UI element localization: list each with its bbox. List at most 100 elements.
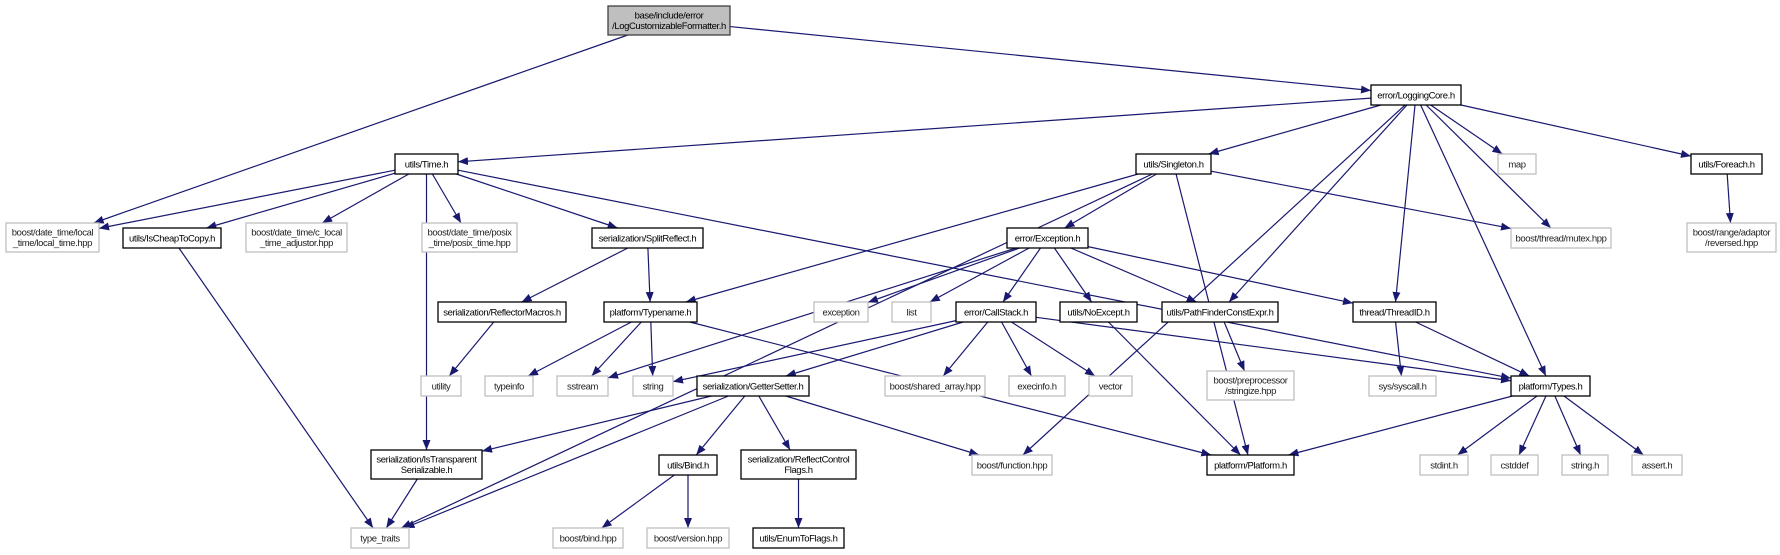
node-label: serialization/ReflectorMacros.h (443, 307, 561, 318)
node-posix: boost/date_time/posix_time/posix_time.hp… (421, 222, 518, 253)
node-label: base/include/error (635, 11, 704, 22)
node-Singleton[interactable]: utils/Singleton.h (1135, 153, 1212, 175)
node-utility: utility (420, 375, 462, 397)
node-label: Serializable.h (401, 465, 453, 476)
edge-GetterSetter-to-IsTransparent (481, 395, 712, 453)
node-label: type_traits (360, 533, 400, 544)
node-label: utils/Bind.h (667, 460, 709, 471)
node-label: utils/NoExcept.h (1067, 307, 1129, 318)
node-box (122, 227, 222, 249)
node-label: _time_adjustor.hpp (259, 238, 333, 249)
node-Exception[interactable]: error/Exception.h (1006, 227, 1089, 249)
edge-Time-to-Types (457, 169, 1512, 381)
node-box (603, 301, 698, 323)
node-label: serialization/IsTransparent (376, 455, 477, 466)
node-box (646, 527, 730, 549)
node-label: utils/IsCheapToCopy.h (129, 233, 215, 244)
node-label: thread/ThreadID.h (1359, 307, 1429, 318)
node-stdint: stdint.h (1419, 454, 1469, 476)
node-box (350, 527, 410, 549)
edge-Types-to-Platform (1288, 395, 1513, 457)
node-box (437, 301, 567, 323)
edge-Time-to-c_local (321, 173, 410, 224)
node-label: boost/version.hpp (654, 533, 722, 544)
node-SplitReflect[interactable]: serialization/SplitReflect.h (591, 227, 704, 249)
node-Bind[interactable]: utils/Bind.h (658, 454, 718, 476)
node-label: string.h (1571, 460, 1599, 471)
node-root[interactable]: base/include/error/LogCustomizableFormat… (607, 5, 731, 36)
edge-LoggingCore-to-function (1022, 104, 1406, 456)
edge-Typename-to-sstream (591, 321, 642, 377)
node-Foreach[interactable]: utils/Foreach.h (1690, 153, 1763, 175)
node-execinfo: execinfo.h (1008, 375, 1066, 397)
node-list: list (891, 301, 932, 323)
node-box (1352, 301, 1437, 323)
node-box (370, 449, 483, 480)
node-label: Flags.h (784, 465, 812, 476)
node-mutex: boost/thread/mutex.hpp (1510, 227, 1612, 249)
node-IsCheapToCopy[interactable]: utils/IsCheapToCopy.h (122, 227, 222, 249)
node-CallStack[interactable]: error/CallStack.h (955, 301, 1037, 323)
edge-LoggingCore-to-ThreadID (1392, 104, 1416, 303)
node-label: sys/syscall.h (1378, 381, 1426, 392)
node-box (955, 301, 1037, 323)
node-LoggingCore[interactable]: error/LoggingCore.h (1370, 84, 1462, 106)
edge-Singleton-to-Exception (1064, 173, 1157, 229)
edge-Types-to-assert (1563, 395, 1644, 456)
node-label: utils/Singleton.h (1143, 159, 1203, 170)
node-version: boost/version.hpp (646, 527, 730, 549)
node-cstddef: cstddef (1490, 454, 1539, 476)
node-box (1419, 454, 1469, 476)
edge-Exception-to-sstream (607, 247, 1017, 379)
edge-CallStack-to-shared_array (942, 321, 989, 377)
node-shared_array: boost/shared_array.hpp (884, 375, 986, 397)
node-label: assert.h (1642, 460, 1673, 471)
edge-LoggingCore-to-map (1430, 104, 1503, 155)
node-EnumToFlags[interactable]: utils/EnumToFlags.h (752, 527, 845, 549)
node-box (1686, 222, 1777, 253)
edge-GetterSetter-to-Bind (695, 395, 746, 456)
node-reversed: boost/range/adaptor/reversed.hpp (1686, 222, 1777, 253)
node-GetterSetter[interactable]: serialization/GetterSetter.h (696, 375, 810, 397)
edge-Types-to-stringh (1554, 395, 1582, 456)
node-label: cstddef (1501, 460, 1530, 471)
node-PathFinder[interactable]: utils/PathFinderConstExpr.h (1161, 301, 1279, 323)
edge-NoExcept-to-Platform (1108, 321, 1241, 456)
node-ThreadID[interactable]: thread/ThreadID.h (1352, 301, 1437, 323)
node-label: utils/Foreach.h (1698, 159, 1754, 170)
node-box (1206, 454, 1295, 476)
node-Types[interactable]: platform/Types.h (1510, 375, 1591, 397)
edge-PathFinder-to-stringize (1223, 321, 1246, 372)
node-label: utility (432, 381, 451, 392)
node-Typename[interactable]: platform/Typename.h (603, 301, 698, 323)
edges (93, 25, 1734, 529)
node-ReflectorMacros[interactable]: serialization/ReflectorMacros.h (437, 301, 567, 323)
node-label: serialization/SplitReflect.h (599, 233, 697, 244)
node-box (1490, 454, 1539, 476)
node-label: exception (822, 307, 859, 318)
node-IsTransparent[interactable]: serialization/IsTransparentSerializable.… (370, 449, 483, 480)
node-label: _time/local_time.hpp (12, 238, 92, 249)
node-box (421, 222, 518, 253)
node-box (971, 454, 1053, 476)
node-stringize: boost/preprocessor/stringize.hpp (1206, 370, 1295, 401)
node-label: serialization/ReflectControl (748, 455, 850, 466)
edge-LoggingCore-to-Time (457, 97, 1372, 166)
node-box (1059, 301, 1138, 323)
node-label: platform/Types.h (1519, 381, 1583, 392)
node-box (1206, 370, 1295, 401)
node-box (1370, 84, 1462, 106)
edge-Time-to-SplitReflect (456, 173, 618, 229)
node-label: error/Exception.h (1015, 233, 1081, 244)
node-box (5, 222, 100, 253)
node-label: error/LoggingCore.h (1377, 90, 1455, 101)
node-box (1161, 301, 1279, 323)
edge-LoggingCore-to-Foreach (1460, 104, 1692, 158)
node-box (420, 375, 462, 397)
node-box (1561, 454, 1609, 476)
node-Platform[interactable]: platform/Platform.h (1206, 454, 1295, 476)
node-NoExcept[interactable]: utils/NoExcept.h (1059, 301, 1138, 323)
node-Time[interactable]: utils/Time.h (394, 153, 459, 175)
